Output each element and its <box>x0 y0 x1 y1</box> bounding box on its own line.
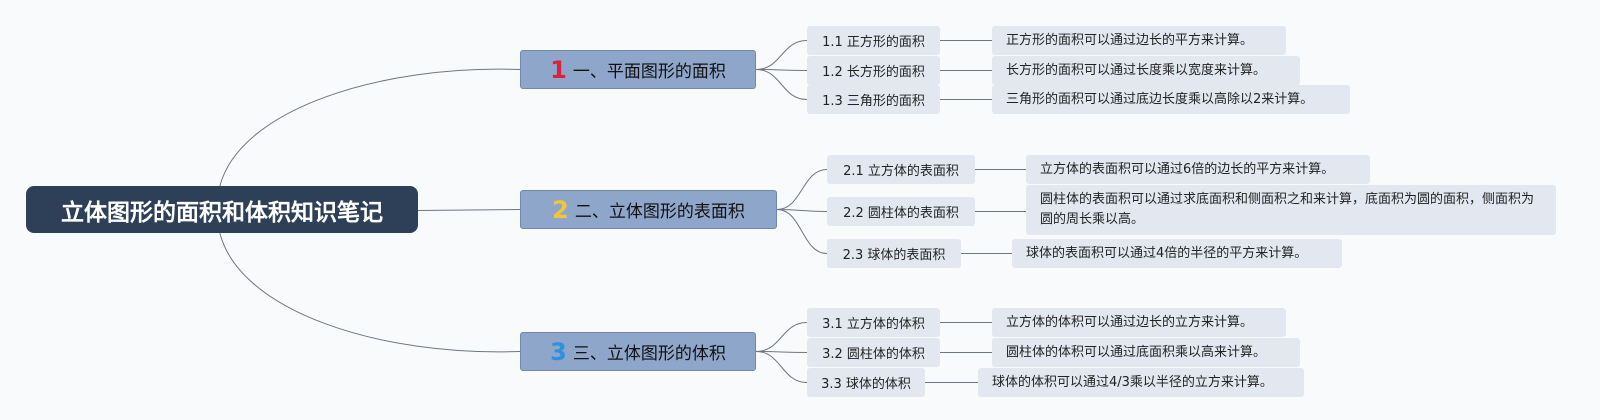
note-cube-volume[interactable]: 立方体的体积可以通过边长的立方来计算。 <box>992 308 1286 337</box>
root-edge-2 <box>417 209 521 211</box>
subtopic-triangle-area[interactable]: 1.3 三角形的面积 <box>807 85 940 114</box>
subtopic-label: 3.1 立方体的体积 <box>822 317 925 332</box>
number-3-badge: 3 <box>550 337 567 366</box>
topic-edge <box>776 209 828 212</box>
number-1-badge: 1 <box>550 55 567 84</box>
subtopic-label: 1.3 三角形的面积 <box>822 94 925 109</box>
note-text: 三角形的面积可以通过底边长度乘以高除以2来计算。 <box>1006 91 1314 107</box>
note-text: 圆柱体的体积可以通过底面积乘以高来计算。 <box>1006 344 1267 360</box>
note-text: 球体的体积可以通过4/3乘以半径的立方来计算。 <box>992 374 1273 390</box>
subtopic-label: 1.1 正方形的面积 <box>822 35 925 50</box>
topic-edge <box>755 69 808 71</box>
subtopic-label: 2.1 立方体的表面积 <box>843 164 959 179</box>
root-edge-1 <box>219 68 521 187</box>
subtopic-sphere-surface[interactable]: 2.3 球体的表面积 <box>827 239 961 268</box>
note-text: 立方体的表面积可以通过6倍的边长的平方来计算。 <box>1040 161 1335 177</box>
subtopic-sphere-volume[interactable]: 3.3 球体的体积 <box>807 368 925 397</box>
topic-surface-area[interactable]: 2 二、立体图形的表面积 <box>520 190 777 229</box>
note-text: 长方形的面积可以通过长度乘以宽度来计算。 <box>1006 62 1267 78</box>
topic-label: 三、立体图形的体积 <box>572 344 726 364</box>
note-text: 正方形的面积可以通过边长的平方来计算。 <box>1006 32 1254 48</box>
subtopic-rectangle-area[interactable]: 1.2 长方形的面积 <box>807 56 940 85</box>
topic-edge <box>776 209 828 254</box>
root-edge-3 <box>219 232 521 353</box>
topic-plane-area[interactable]: 1 一、平面图形的面积 <box>520 50 756 89</box>
topic-edge <box>755 322 808 352</box>
subtopic-label: 3.3 球体的体积 <box>821 377 911 392</box>
number-2-badge: 2 <box>552 195 569 224</box>
root-node[interactable]: 立体图形的面积和体积知识笔记 <box>26 186 418 233</box>
topic-edge <box>776 169 828 210</box>
subtopic-square-area[interactable]: 1.1 正方形的面积 <box>807 26 940 55</box>
note-text: 球体的表面积可以通过4倍的半径的平方来计算。 <box>1026 245 1308 261</box>
topic-edge <box>755 351 808 383</box>
subtopic-label: 2.3 球体的表面积 <box>842 248 946 263</box>
note-sphere-volume[interactable]: 球体的体积可以通过4/3乘以半径的立方来计算。 <box>978 368 1304 397</box>
topic-volume[interactable]: 3 三、立体图形的体积 <box>520 332 756 371</box>
topic-edge <box>755 69 808 100</box>
subtopic-cube-volume[interactable]: 3.1 立方体的体积 <box>807 308 940 337</box>
note-cube-surface[interactable]: 立方体的表面积可以通过6倍的边长的平方来计算。 <box>1026 155 1370 184</box>
subtopic-cube-surface[interactable]: 2.1 立方体的表面积 <box>827 155 975 184</box>
note-square-area[interactable]: 正方形的面积可以通过边长的平方来计算。 <box>992 26 1286 55</box>
root-title: 立体图形的面积和体积知识笔记 <box>61 199 383 226</box>
note-rectangle-area[interactable]: 长方形的面积可以通过长度乘以宽度来计算。 <box>992 56 1300 85</box>
note-triangle-area[interactable]: 三角形的面积可以通过底边长度乘以高除以2来计算。 <box>992 85 1350 114</box>
note-cylinder-surface[interactable]: 圆柱体的表面积可以通过求底面积和侧面积之和来计算，底面积为圆的面积，侧面积为圆的… <box>1026 185 1556 235</box>
topic-label: 二、立体图形的表面积 <box>574 202 745 222</box>
subtopic-label: 2.2 圆柱体的表面积 <box>843 206 959 221</box>
topic-edge <box>755 351 808 353</box>
subtopic-cylinder-surface[interactable]: 2.2 圆柱体的表面积 <box>827 197 975 226</box>
note-text: 立方体的体积可以通过边长的立方来计算。 <box>1006 314 1254 330</box>
subtopic-label: 3.2 圆柱体的体积 <box>822 347 925 362</box>
note-text: 圆柱体的表面积可以通过求底面积和侧面积之和来计算，底面积为圆的面积，侧面积为圆的… <box>1040 192 1535 227</box>
subtopic-cylinder-volume[interactable]: 3.2 圆柱体的体积 <box>807 338 940 367</box>
note-sphere-surface[interactable]: 球体的表面积可以通过4倍的半径的平方来计算。 <box>1012 239 1342 268</box>
topic-edge <box>755 40 808 70</box>
note-cylinder-volume[interactable]: 圆柱体的体积可以通过底面积乘以高来计算。 <box>992 338 1300 367</box>
topic-label: 一、平面图形的面积 <box>572 62 726 82</box>
subtopic-label: 1.2 长方形的面积 <box>822 65 925 80</box>
